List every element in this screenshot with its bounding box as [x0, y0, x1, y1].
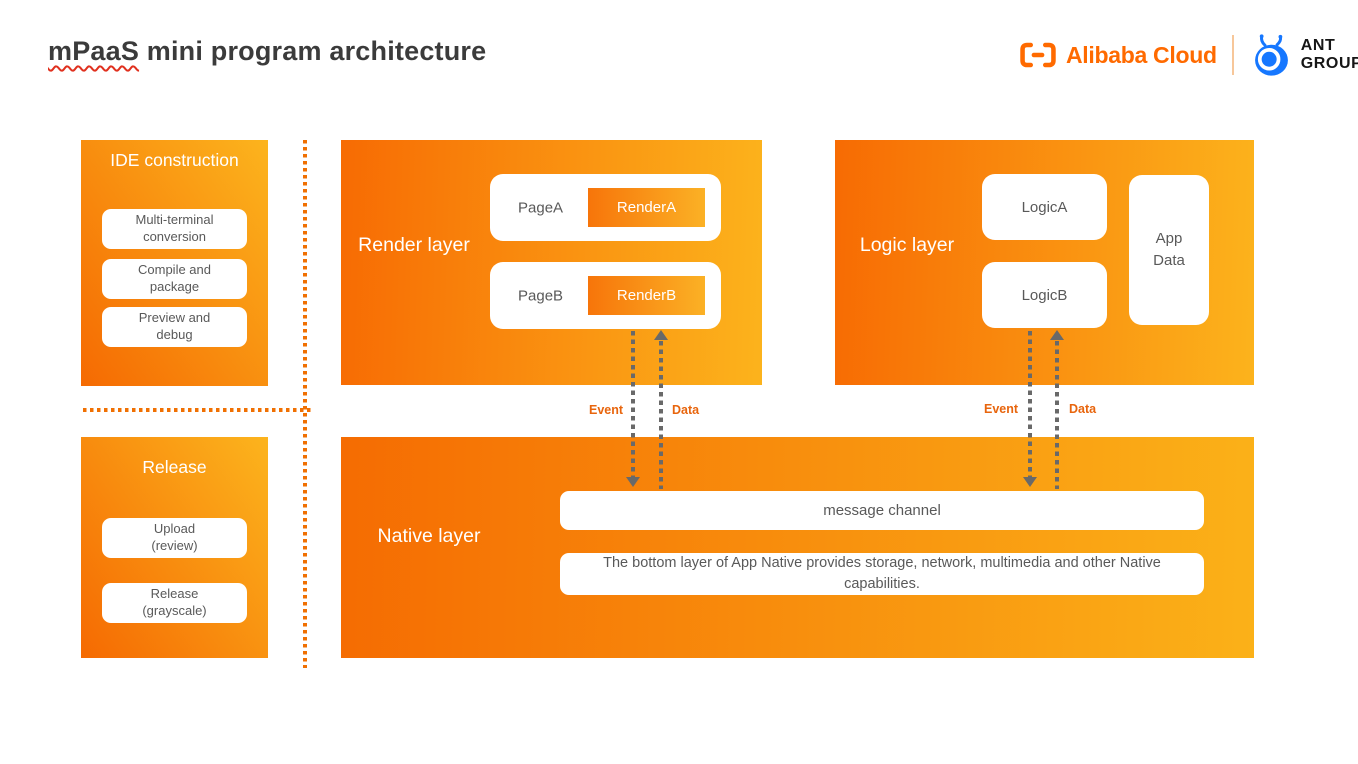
ant-group-icon — [1254, 33, 1288, 76]
release-box: Release Upload (review) Release (graysca… — [81, 437, 268, 658]
native-description-box: The bottom layer of App Native provides … — [560, 553, 1204, 595]
ide-item-multi-terminal-conversion: Multi-terminal conversion — [102, 209, 247, 249]
message-channel-box: message channel — [560, 491, 1204, 530]
native-layer-box: Native layer message channel The bottom … — [341, 437, 1254, 658]
logic-layer-title: Logic layer — [859, 234, 955, 256]
ant-group-wordmark: ANT GROUP — [1301, 37, 1358, 73]
render-data-label: Data — [672, 403, 700, 417]
ide-item-preview-and-debug: Preview and debug — [102, 307, 247, 347]
header-logos: Alibaba Cloud ANT GROUP — [1018, 30, 1358, 80]
ide-item-compile-and-package: Compile and package — [102, 259, 247, 299]
render-layer-box: Render layer PageA RenderA PageB RenderB — [341, 140, 762, 385]
logic-layer-box: Logic layer LogicA LogicB App Data — [835, 140, 1254, 385]
logic-b-box: LogicB — [982, 262, 1107, 328]
ide-construction-box: IDE construction Multi-terminal conversi… — [81, 140, 268, 386]
release-item-upload-review: Upload (review) — [102, 518, 247, 558]
page-b-label: PageB — [518, 287, 564, 304]
render-event-arrowhead-down-icon — [626, 477, 640, 487]
render-data-arrowhead-up-icon — [654, 330, 668, 340]
ant-group-logo: ANT GROUP — [1249, 33, 1358, 78]
logo-divider — [1231, 35, 1234, 75]
logic-data-arrow-line — [1055, 341, 1059, 489]
horizontal-dotted-separator — [83, 408, 312, 412]
native-layer-title: Native layer — [377, 525, 481, 547]
render-b-chip: RenderB — [588, 276, 705, 315]
ant-group-line2: GROUP — [1300, 55, 1358, 72]
native-description-text: The bottom layer of App Native provides … — [603, 554, 1161, 592]
ide-item-label: Multi-terminal conversion — [135, 212, 214, 244]
ide-construction-title: IDE construction — [110, 150, 239, 170]
release-title: Release — [142, 457, 207, 477]
logic-event-label: Event — [984, 402, 1019, 416]
title-rest: mini program architecture — [146, 36, 487, 66]
render-event-label: Event — [589, 403, 624, 417]
page-title: mPaaS mini program architecture — [48, 36, 486, 67]
logic-a-box: LogicA — [982, 174, 1107, 240]
logic-event-arrowhead-down-icon — [1023, 477, 1037, 487]
logic-event-arrow-line — [1028, 331, 1032, 477]
release-item-label: Release (grayscale) — [142, 586, 207, 618]
render-a-chip: RenderA — [588, 188, 705, 227]
render-event-arrow-line — [631, 331, 635, 477]
page-b-box: PageB RenderB — [490, 262, 721, 329]
alibaba-cloud-label: Alibaba Cloud — [1066, 41, 1217, 68]
release-item-release-grayscale: Release (grayscale) — [102, 583, 247, 623]
page-a-label: PageA — [518, 199, 564, 216]
render-data-arrow-line — [659, 341, 663, 489]
vertical-dotted-separator — [303, 140, 307, 668]
render-layer-title: Render layer — [358, 234, 470, 256]
alibaba-cloud-icon — [1020, 42, 1056, 68]
ide-item-label: Compile and package — [138, 262, 211, 294]
ide-item-label: Preview and debug — [138, 310, 211, 342]
title-brand: mPaaS — [48, 36, 140, 66]
app-data-label: App Data — [1153, 229, 1185, 270]
logic-data-arrowhead-up-icon — [1050, 330, 1064, 340]
release-item-label: Upload (review) — [151, 521, 198, 553]
logic-data-label: Data — [1069, 402, 1097, 416]
app-data-box: App Data — [1129, 175, 1209, 325]
page-a-box: PageA RenderA — [490, 174, 721, 241]
alibaba-cloud-logo: Alibaba Cloud — [1018, 41, 1217, 69]
ant-group-line1: ANT — [1300, 37, 1336, 55]
